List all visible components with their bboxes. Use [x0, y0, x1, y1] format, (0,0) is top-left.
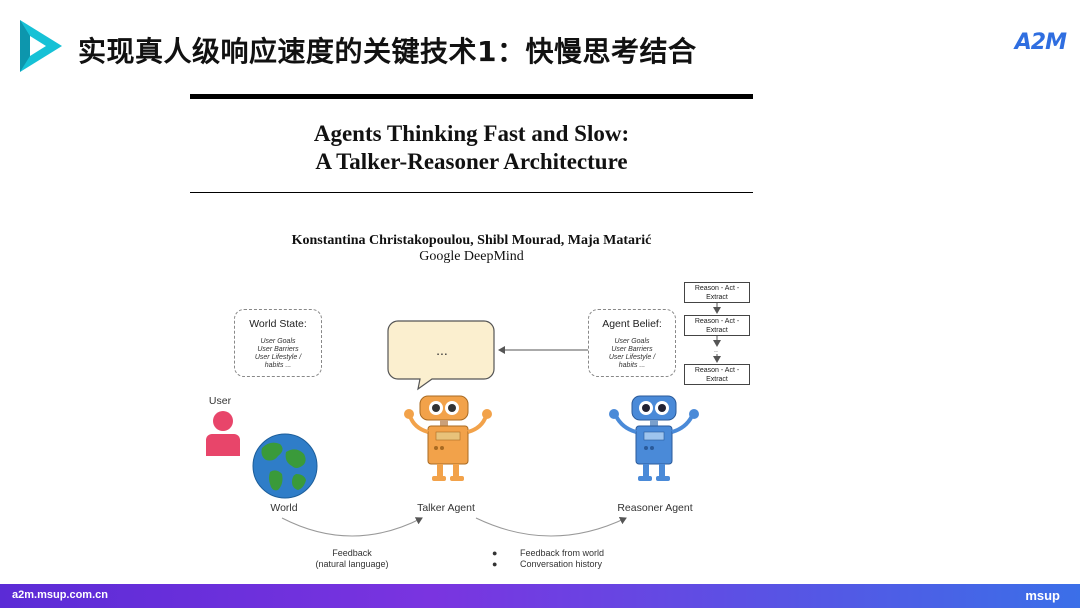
play-logo-icon [20, 20, 62, 72]
reasoner-agent-label: Reasoner Agent [617, 502, 693, 514]
reason-step-box: Reason - Act - Extract [684, 315, 750, 336]
reason-step-line: Extract [706, 293, 728, 301]
reason-step-line: Extract [706, 326, 728, 334]
world-state-item: User Lifestyle / [254, 354, 302, 361]
world-state-items: User Goals User Barriers User Lifestyle … [235, 338, 321, 370]
talker-to-reasoner-arrow [475, 516, 627, 537]
speech-bubble-text: ... [436, 342, 448, 358]
globe-icon [252, 433, 318, 499]
reason-ellipsis: .. [714, 347, 718, 354]
world-to-talker-arrow [281, 517, 423, 537]
list-item: ●Feedback from world [492, 548, 605, 558]
world-state-item: User Barriers [257, 346, 299, 353]
list-item-text: Feedback from world [520, 548, 605, 558]
paper-title: Agents Thinking Fast and Slow: A Talker-… [190, 120, 753, 176]
footer-url: a2m.msup.com.cn [12, 589, 108, 601]
world-state-box: World State: User Goals User Barriers Us… [234, 309, 322, 377]
a2m-logo: A2M [1014, 30, 1067, 55]
paper-title-line2: A Talker-Reasoner Architecture [315, 149, 628, 174]
user-label: User [208, 395, 232, 407]
agent-belief-items: User Goals User Barriers User Lifestyle … [589, 338, 675, 370]
reason-step-line: Reason - Act - [694, 318, 740, 325]
talker-agent-label: Talker Agent [417, 502, 475, 514]
reason-step-box: Reason - Act - Extract [684, 364, 750, 385]
feedback-line: (natural language) [315, 559, 389, 569]
world-label: World [270, 502, 298, 514]
reason-step-line: Reason - Act - [694, 285, 740, 292]
list-item: ●Conversation history [492, 559, 603, 569]
reason-step-line: Extract [706, 375, 728, 383]
agent-belief-item: habits ... [618, 362, 646, 369]
footer-bar: a2m.msup.com.cn msup [0, 584, 1080, 608]
title-bottom-rule [190, 192, 753, 193]
agent-belief-item: User Goals [614, 338, 650, 345]
world-state-item: User Goals [260, 338, 296, 345]
world-state-item: habits ... [264, 362, 292, 369]
feedback-label: Feedback (natural language) [300, 548, 404, 570]
feedback-line: Feedback [332, 548, 372, 558]
agent-belief-item: User Barriers [611, 346, 653, 353]
reasoner-inputs-list: ●Feedback from world ●Conversation histo… [492, 548, 604, 570]
talker-robot-icon [404, 395, 492, 481]
world-state-heading: World State: [249, 318, 307, 330]
user-icon [206, 411, 240, 456]
paper-affiliation: Google DeepMind [419, 249, 524, 264]
agent-belief-heading: Agent Belief: [602, 318, 662, 330]
reason-step-box: Reason - Act - Extract [684, 282, 750, 303]
agent-belief-box: Agent Belief: User Goals User Barriers U… [588, 309, 676, 377]
speech-bubble-icon [387, 320, 495, 391]
reasoner-robot-icon [609, 395, 699, 481]
agent-belief-item: User Lifestyle / [608, 354, 656, 361]
list-item-text: Conversation history [520, 559, 603, 569]
footer-brand: msup [1025, 588, 1060, 603]
slide-title: 实现真人级响应速度的关键技术1：快慢思考结合 [78, 35, 697, 68]
reason-step-line: Reason - Act - [694, 367, 740, 374]
paper-authors: Konstantina Christakopoulou, Shibl Moura… [291, 233, 652, 248]
paper-title-line1: Agents Thinking Fast and Slow: [313, 121, 630, 146]
title-top-rule [190, 94, 753, 99]
